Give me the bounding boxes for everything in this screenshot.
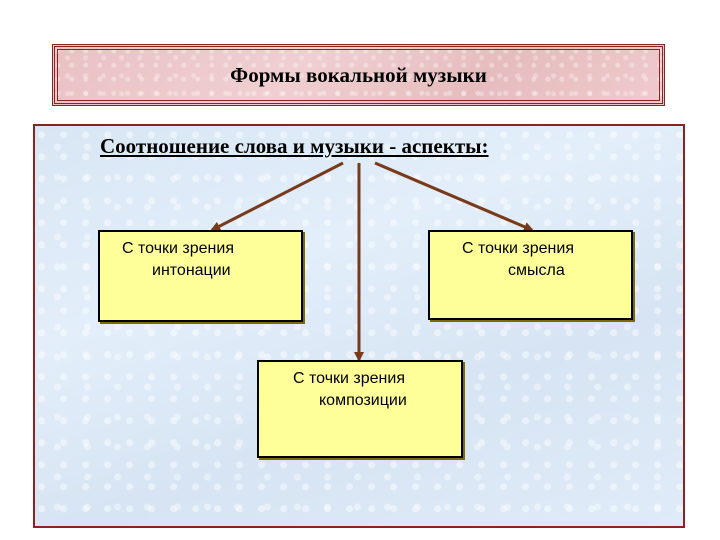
box-composition: С точки зрения композиции <box>257 360 463 458</box>
box-meaning-line2: смысла <box>508 262 565 279</box>
box-meaning-line1: С точки зрения <box>462 240 574 257</box>
box-composition-line2: композиции <box>319 392 407 409</box>
slide-title: Формы вокальной музыки <box>230 62 487 87</box>
title-banner: Формы вокальной музыки <box>52 44 665 106</box>
box-composition-line1: С точки зрения <box>293 370 405 387</box>
box-meaning: С точки зрения смысла <box>428 230 633 320</box>
box-intonation: С точки зрения интонации <box>98 230 303 322</box>
diagram-heading: Соотношение слова и музыки - аспекты: <box>100 134 489 158</box>
box-intonation-line2: интонации <box>152 262 231 279</box>
box-intonation-line1: С точки зрения <box>122 240 234 257</box>
content-panel <box>33 124 685 528</box>
